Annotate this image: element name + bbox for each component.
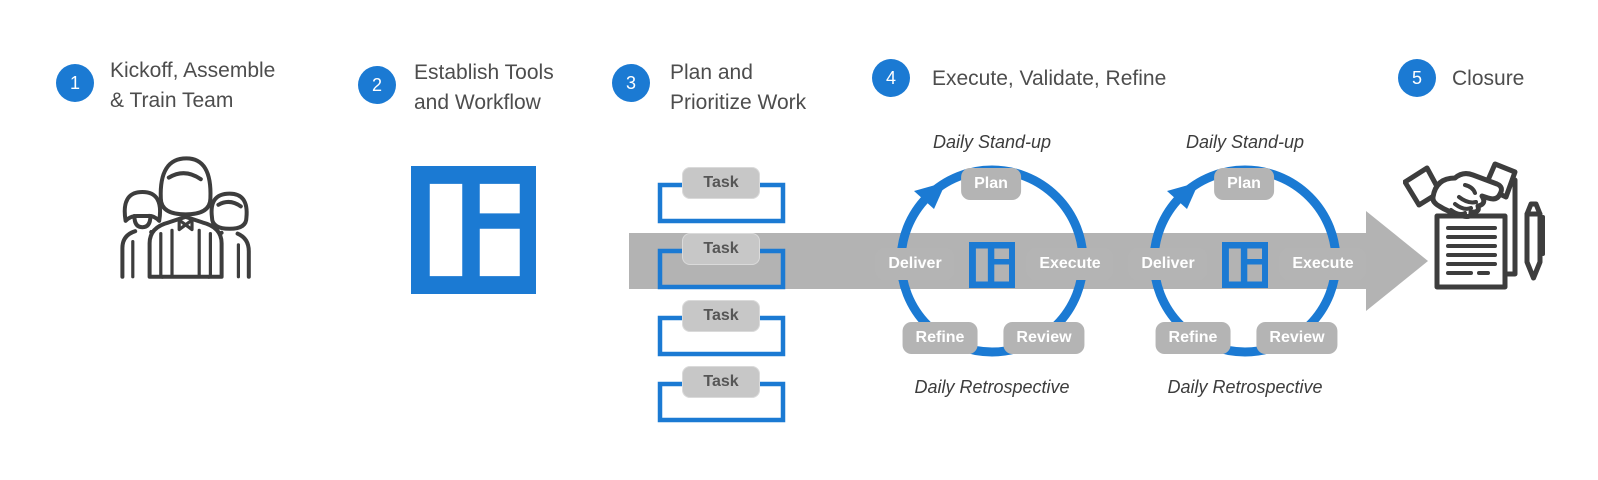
cycle-node-review: Review xyxy=(1003,322,1085,354)
task-badge: Task xyxy=(682,366,760,398)
cycle-node-deliver: Deliver xyxy=(1128,248,1208,280)
step-label: Establish Tools and Workflow xyxy=(414,58,554,118)
step-label-line: Kickoff, Assemble xyxy=(110,59,276,82)
cycle-node-deliver: Deliver xyxy=(875,248,955,280)
task-bracket xyxy=(657,315,786,357)
cycle-node-execute: Execute xyxy=(1279,248,1367,280)
cycle-node-plan: Plan xyxy=(1214,168,1274,200)
cycle-retrospective-label: Daily Retrospective xyxy=(1167,377,1323,397)
step-label-line: & Train Team xyxy=(110,89,234,112)
cycle-node-refine: Refine xyxy=(1155,322,1231,354)
task-bracket xyxy=(657,381,786,423)
task-badge: Task xyxy=(682,233,760,265)
workflow-arrow-head xyxy=(1366,211,1428,311)
step-number-badge: 4 xyxy=(872,59,910,97)
cycle-standup-label: Daily Stand-up xyxy=(1185,132,1305,152)
sprint-cycle: Daily Stand-up Plan Execute Review Refin… xyxy=(862,131,1122,397)
cycle-node-plan: Plan xyxy=(961,168,1021,200)
step-label-line: Execute, Validate, Refine xyxy=(932,67,1167,90)
step-label-line: Closure xyxy=(1452,67,1525,90)
step-label: Closure xyxy=(1452,64,1524,94)
cycle-node-refine: Refine xyxy=(902,322,978,354)
step-label: Execute, Validate, Refine xyxy=(932,64,1166,94)
step-label-line: Prioritize Work xyxy=(670,91,807,114)
task-bracket xyxy=(657,182,786,224)
step-label: Kickoff, Assemble & Train Team xyxy=(110,56,275,116)
task-badge: Task xyxy=(682,167,760,199)
task-bracket xyxy=(657,248,786,290)
sprint-cycle: Daily Stand-up Plan Execute Review Refin… xyxy=(1115,131,1375,397)
step-number-badge: 1 xyxy=(56,64,94,102)
step-label-line: and Workflow xyxy=(414,91,541,114)
cycle-board-icon xyxy=(969,242,1015,288)
step-label-line: Plan and xyxy=(670,61,753,84)
cycle-node-execute: Execute xyxy=(1026,248,1114,280)
cycle-standup-label: Daily Stand-up xyxy=(932,132,1052,152)
kanban-board-icon xyxy=(411,166,536,294)
step-number-badge: 2 xyxy=(358,66,396,104)
step-number-badge: 3 xyxy=(612,64,650,102)
cycle-retrospective-label: Daily Retrospective xyxy=(914,377,1070,397)
step-label: Plan and Prioritize Work xyxy=(670,58,806,118)
step-number-badge: 5 xyxy=(1398,59,1436,97)
cycle-node-review: Review xyxy=(1256,322,1338,354)
team-icon xyxy=(120,156,251,279)
contract-handshake-icon xyxy=(1403,161,1545,290)
cycle-board-icon xyxy=(1222,242,1268,288)
task-badge: Task xyxy=(682,300,760,332)
step-label-line: Establish Tools xyxy=(414,61,554,84)
